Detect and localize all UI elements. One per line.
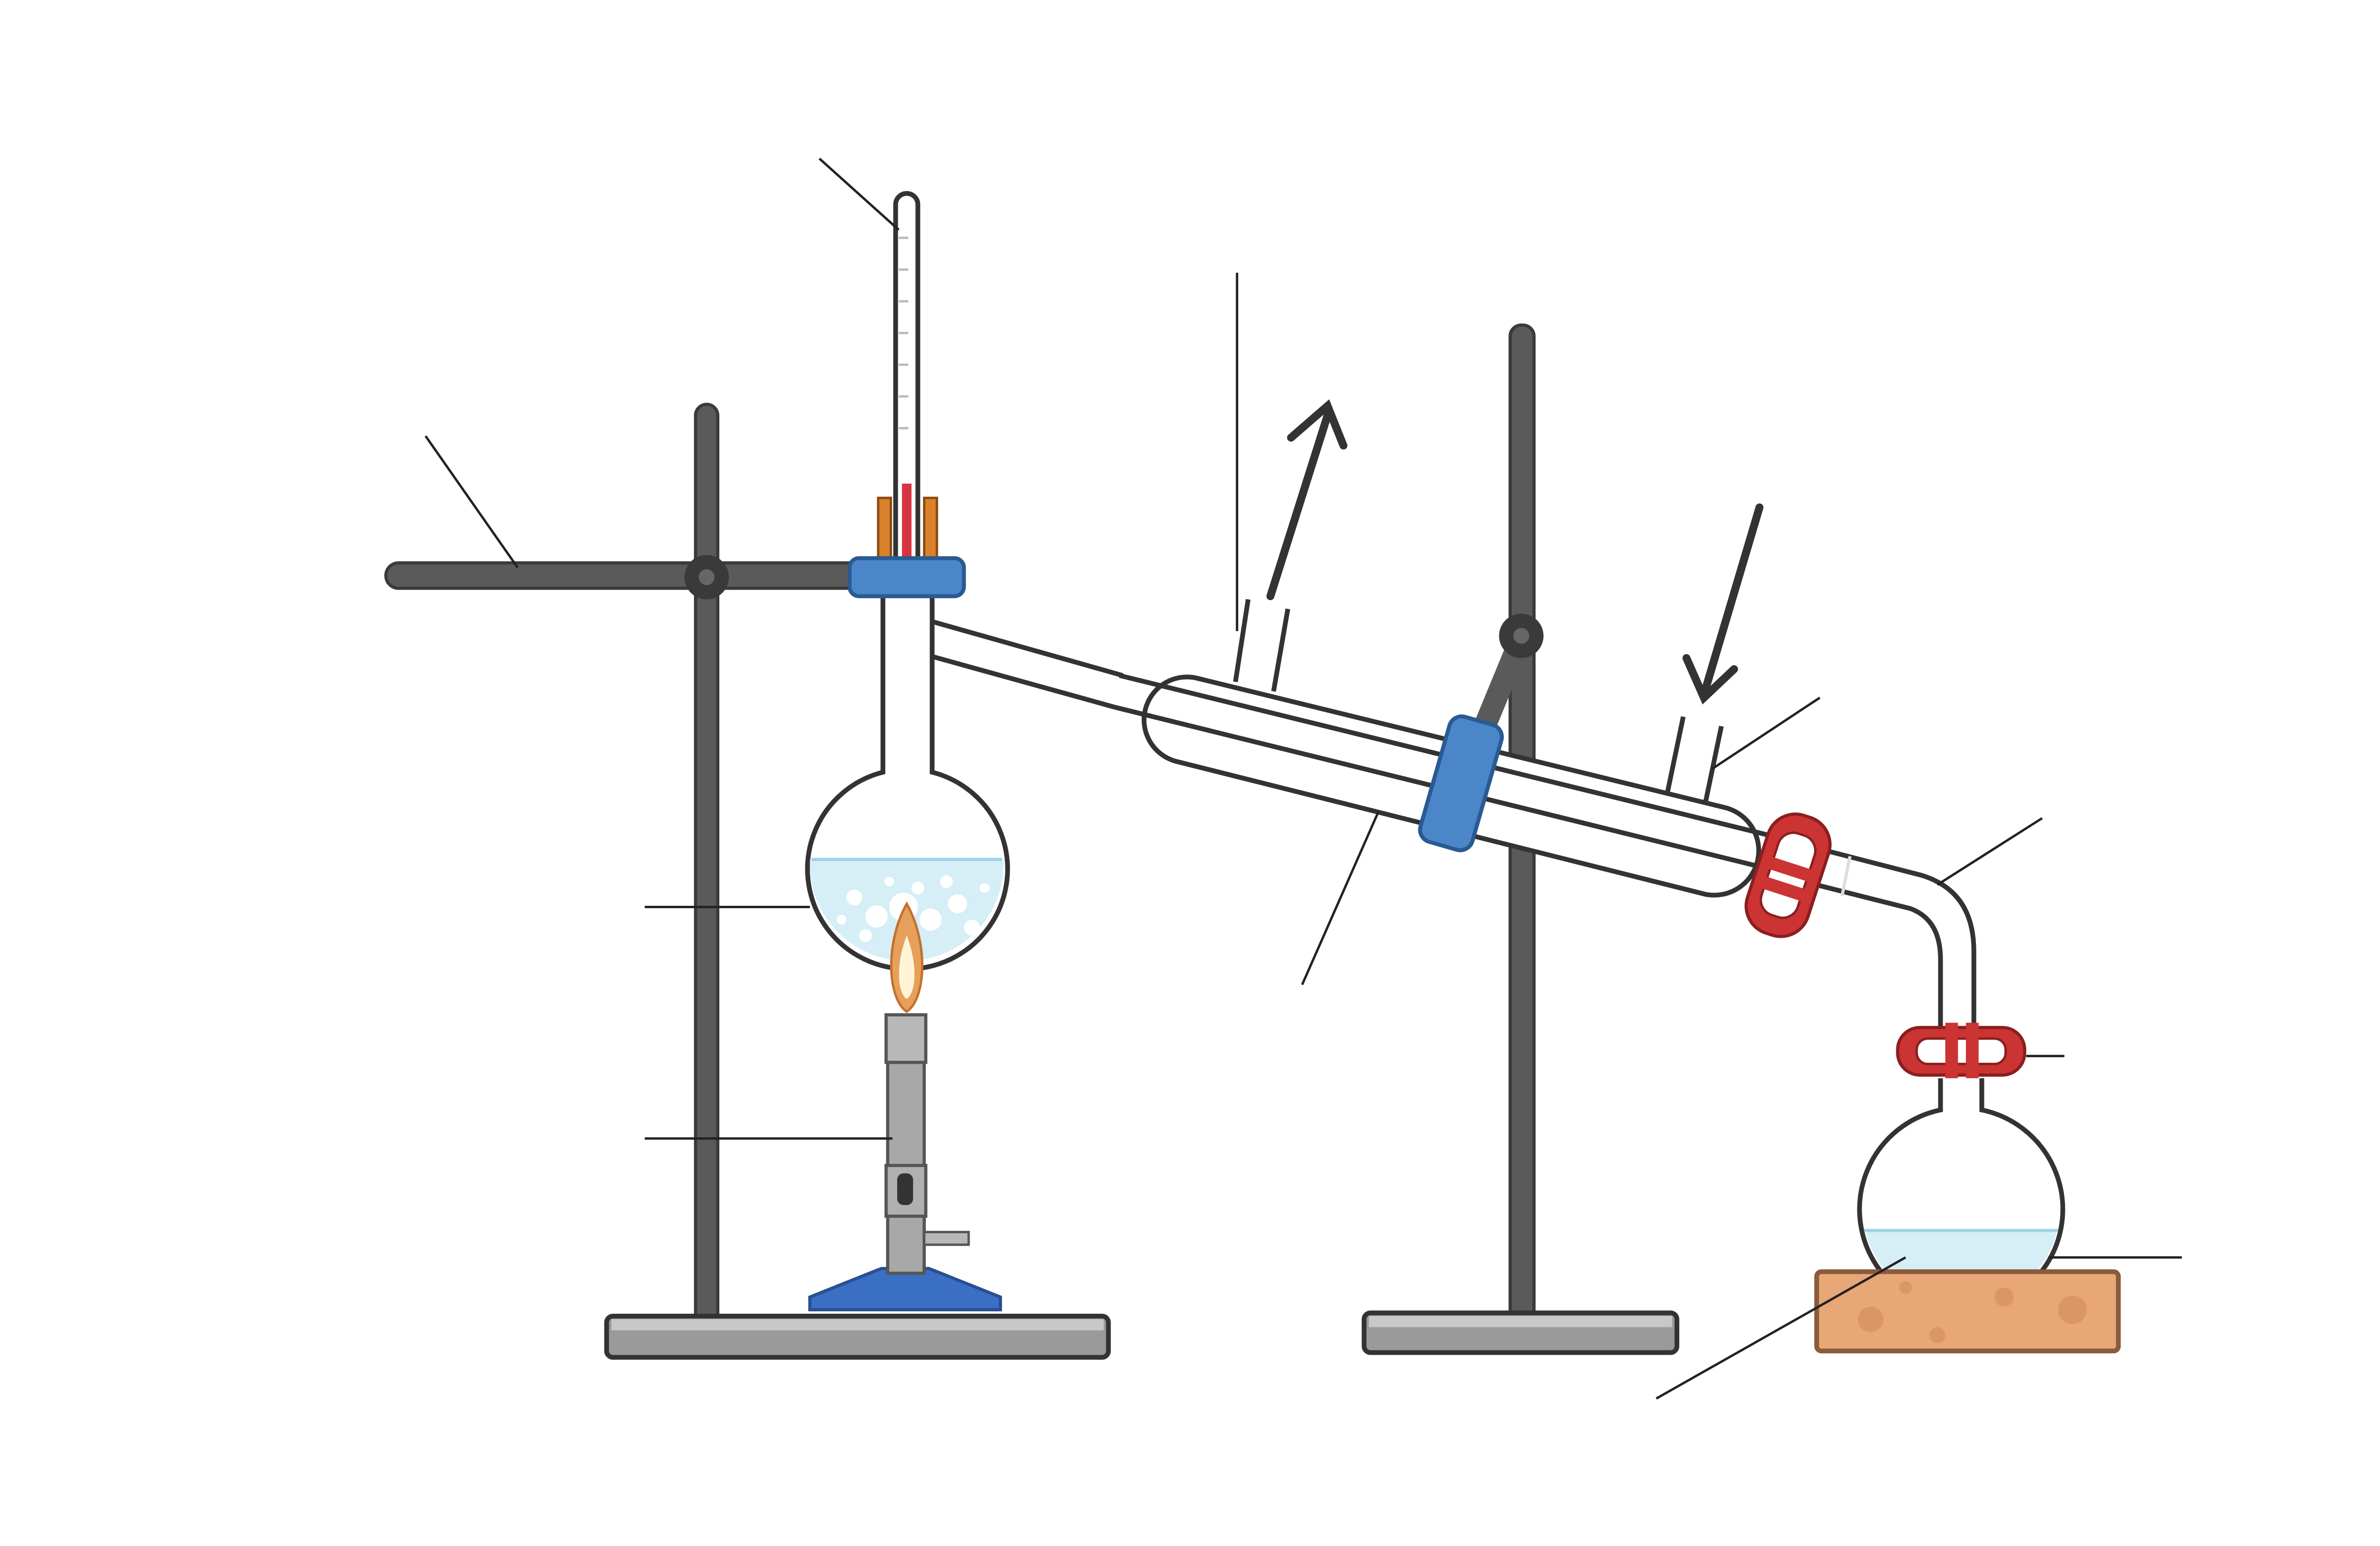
condenser-inlet — [1665, 716, 1724, 803]
gas-inlet — [923, 1230, 970, 1246]
joint-clip-lower — [1896, 1022, 2026, 1083]
water-in-arrow — [1682, 503, 1764, 704]
boss-head-knob — [684, 555, 729, 600]
clamp-arm — [384, 561, 864, 590]
joint-clip-upper — [1745, 812, 1832, 938]
label-line-distillate — [1656, 1256, 1906, 1400]
label-line-condenser-inlet — [1711, 696, 1821, 770]
condenser-outlet — [1233, 599, 1290, 692]
label-line-condenser-jacket — [1301, 811, 1380, 985]
flask-side-arm — [931, 619, 1123, 710]
right-stand — [1361, 323, 1679, 1355]
condenser-clamp — [1418, 714, 1504, 852]
label-line-adapter — [1936, 817, 2043, 886]
adapter — [1778, 838, 1976, 1031]
label-line-clamp-arm — [425, 435, 519, 569]
cork-mat — [1814, 1269, 2121, 1354]
label-lines — [425, 158, 2182, 1400]
flask-neck-clamp — [847, 556, 966, 598]
burner-base — [808, 1267, 1002, 1311]
bunsen-burner — [808, 901, 1002, 1311]
condenser-boss-knob — [1499, 614, 1544, 658]
label-line-thermometer — [818, 158, 900, 231]
left-stand — [384, 403, 1111, 1360]
water-out-arrow — [1266, 399, 1348, 600]
left-stand-rod — [694, 403, 720, 1326]
